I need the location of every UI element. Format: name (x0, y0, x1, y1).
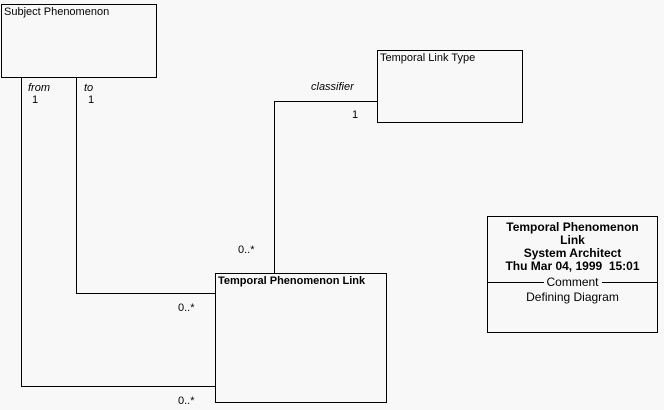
note-timestamp: Thu Mar 04, 1999 15:01 (505, 259, 640, 273)
association-to-role-label: to (84, 82, 94, 94)
association-classifier-target-multiplicity: 0..* (238, 244, 255, 256)
class-box-subject-phenomenon[interactable]: Subject Phenomenon (1, 4, 157, 78)
association-to-target-multiplicity: 0..* (178, 302, 195, 314)
association-classifier-line-vertical[interactable] (274, 101, 275, 273)
association-to-line-horizontal[interactable] (76, 293, 215, 294)
association-classifier-line-horizontal[interactable] (274, 101, 377, 102)
note-author: System Architect (523, 246, 622, 260)
note-divider-label: Comment (546, 275, 599, 289)
note-comment-divider: Comment (488, 275, 658, 289)
association-from-role-label: from (28, 82, 50, 94)
class-box-temporal-link-type[interactable]: Temporal Link Type (377, 50, 523, 123)
association-classifier-role-label: classifier (311, 81, 354, 93)
association-from-line-vertical[interactable] (21, 78, 22, 387)
association-to-line-vertical[interactable] (76, 78, 77, 294)
class-name-temporal-phenomenon-link: Temporal Phenomenon Link (218, 275, 366, 287)
association-from-target-multiplicity: 0..* (178, 395, 195, 407)
association-to-source-multiplicity: 1 (88, 94, 95, 106)
note-body: Defining Diagram (526, 290, 619, 304)
class-name-subject-phenomenon: Subject Phenomenon (4, 6, 110, 18)
association-from-line-horizontal[interactable] (21, 386, 215, 387)
class-name-temporal-link-type: Temporal Link Type (380, 52, 476, 64)
divider-rule-right (601, 282, 658, 283)
note-title: Temporal Phenomenon Link (506, 220, 639, 247)
divider-rule-left (488, 282, 544, 283)
association-classifier-source-multiplicity: 1 (352, 109, 359, 121)
association-from-source-multiplicity: 1 (32, 94, 39, 106)
comment-note-box[interactable]: Temporal Phenomenon Link System Architec… (487, 216, 658, 333)
class-box-temporal-phenomenon-link[interactable]: Temporal Phenomenon Link (215, 273, 387, 403)
